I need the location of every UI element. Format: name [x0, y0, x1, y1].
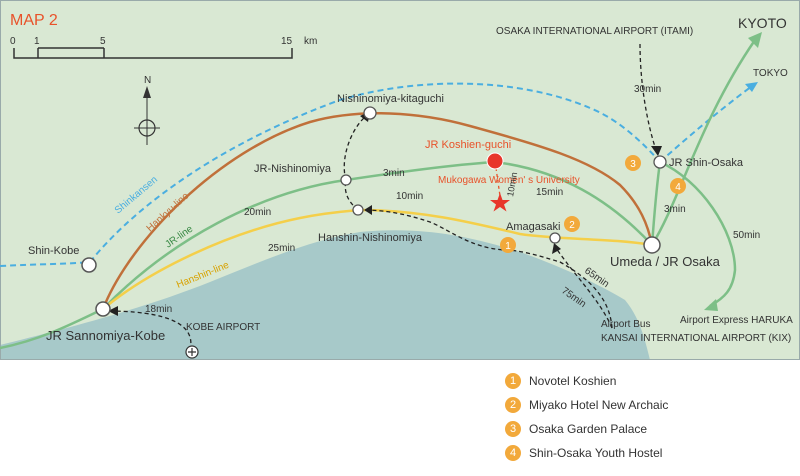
time-sannomiya-jr: 20min — [244, 207, 271, 218]
legend-hotel-name: Osaka Garden Palace — [529, 421, 648, 436]
label-hanshin-nishinomiya: Hanshin-Nishinomiya — [318, 232, 423, 244]
time-sannomiya-hanshin: 25min — [268, 243, 295, 254]
legend-badge: 3 — [505, 420, 521, 437]
label-amagasaki: Amagasaki — [506, 221, 560, 233]
scale-label-0: 0 — [10, 36, 16, 47]
time-koshien-university: 10min — [505, 171, 519, 197]
station-sannomiya[interactable] — [95, 301, 111, 317]
arrowhead-shin-osaka-icon — [651, 146, 662, 156]
legend-item-4[interactable]: 4 Shin-Osaka Youth Hostel — [505, 442, 668, 463]
label-airport-bus: Airport Bus — [601, 319, 650, 330]
label-haruka: Airport Express HARUKA — [680, 315, 793, 326]
legend-item-2[interactable]: 2 Miyako Hotel New Archaic — [505, 394, 668, 415]
hotel-legend: 1 Novotel Koshien 2 Miyako Hotel New Arc… — [505, 370, 668, 466]
koshien-university-link — [495, 167, 501, 197]
label-jr-nishinomiya: JR-Nishinomiya — [254, 163, 332, 175]
station-hanshin-nishinomiya[interactable] — [352, 204, 364, 216]
label-itami: OSAKA INTERNATIONAL AIRPORT (ITAMI) — [496, 26, 693, 37]
legend-hotel-name: Novotel Koshien — [529, 373, 617, 388]
label-university: Mukogawa Women' s University — [438, 175, 580, 186]
station-umeda[interactable] — [643, 236, 661, 254]
label-jr-koshien: JR Koshien-guchi — [425, 139, 511, 151]
hotel-marker-4[interactable]: 4 — [670, 178, 686, 194]
scale-label-1: 1 — [34, 36, 40, 47]
legend-item-3[interactable]: 3 Osaka Garden Palace — [505, 418, 668, 439]
arrowhead-hanshin-icon — [364, 205, 372, 215]
time-itami: 30min — [634, 84, 661, 95]
shinkansen-line — [0, 82, 661, 267]
label-sannomiya: JR Sannomiya-Kobe — [46, 328, 165, 343]
arrowhead-amagasaki-icon — [552, 243, 561, 254]
label-shin-osaka: JR Shin-Osaka — [669, 157, 744, 169]
hotel-marker-3-label: 3 — [630, 159, 636, 170]
hotel-marker-2[interactable]: 2 — [564, 216, 580, 232]
shinkansen-line-tokyo — [659, 85, 753, 163]
osaka-bay — [0, 230, 650, 360]
legend-hotel-name: Miyako Hotel New Archaic — [529, 397, 669, 412]
map-title: MAP 2 — [10, 12, 58, 29]
label-kix: KANSAI INTERNATIONAL AIRPORT (KIX) — [601, 333, 791, 344]
scale-bar — [13, 47, 293, 59]
hotel-marker-2-label: 2 — [569, 220, 575, 231]
time-nishinomiya-koshien: 3min — [383, 168, 405, 179]
legend-badge: 2 — [505, 396, 521, 413]
station-nishinomiya-kitaguchi[interactable] — [363, 106, 377, 120]
scale-unit: km — [304, 36, 317, 47]
label-umeda: Umeda / JR Osaka — [610, 254, 721, 269]
legend-badge: 1 — [505, 372, 521, 389]
haruka-arrowhead-icon — [704, 299, 718, 311]
station-amagasaki[interactable] — [549, 232, 561, 244]
station-jr-koshien-guchi[interactable] — [486, 152, 504, 170]
station-jr-nishinomiya[interactable] — [340, 174, 352, 186]
kobe-airport-icon — [185, 345, 199, 359]
hotel-marker-4-label: 4 — [675, 182, 681, 193]
time-koshien-umeda: 15min — [536, 187, 563, 198]
tokyo-arrowhead-icon — [745, 82, 758, 92]
haruka-line — [659, 160, 737, 308]
legend-item-1[interactable]: 1 Novotel Koshien — [505, 370, 668, 391]
scale-label-5: 5 — [100, 36, 106, 47]
station-shin-osaka[interactable] — [653, 155, 667, 169]
legend-area — [0, 360, 800, 476]
label-shin-kobe: Shin-Kobe — [28, 245, 79, 257]
scale-label-15: 15 — [281, 36, 293, 47]
time-umeda-kyoto: 50min — [733, 230, 760, 241]
legend-badge: 4 — [505, 444, 521, 461]
legend-hotel-name: Shin-Osaka Youth Hostel — [529, 445, 663, 460]
hotel-marker-1-label: 1 — [505, 241, 511, 252]
time-kobe-airport: 18min — [145, 304, 172, 315]
north-label: N — [144, 75, 151, 86]
north-arrow-icon — [134, 86, 160, 145]
hotel-marker-3[interactable]: 3 — [625, 155, 641, 171]
kyoto-line — [650, 39, 757, 246]
station-shin-kobe[interactable] — [81, 257, 97, 273]
label-nishinomiya-kitaguchi: Nishinomiya-kitaguchi — [337, 93, 444, 105]
kyoto-arrowhead-icon — [748, 32, 762, 48]
label-tokyo: TOKYO — [753, 68, 788, 79]
label-kyoto: KYOTO — [738, 15, 787, 31]
arrowhead-sannomiya-icon — [108, 306, 118, 316]
hankyu-line — [101, 112, 654, 310]
hotel-marker-1[interactable]: 1 — [500, 237, 516, 253]
university-star-icon — [490, 193, 510, 212]
time-shin-osaka-umeda: 3min — [664, 204, 686, 215]
label-kobe-airport: KOBE AIRPORT — [186, 322, 260, 333]
time-hanshin-amagasaki: 10min — [396, 191, 423, 202]
